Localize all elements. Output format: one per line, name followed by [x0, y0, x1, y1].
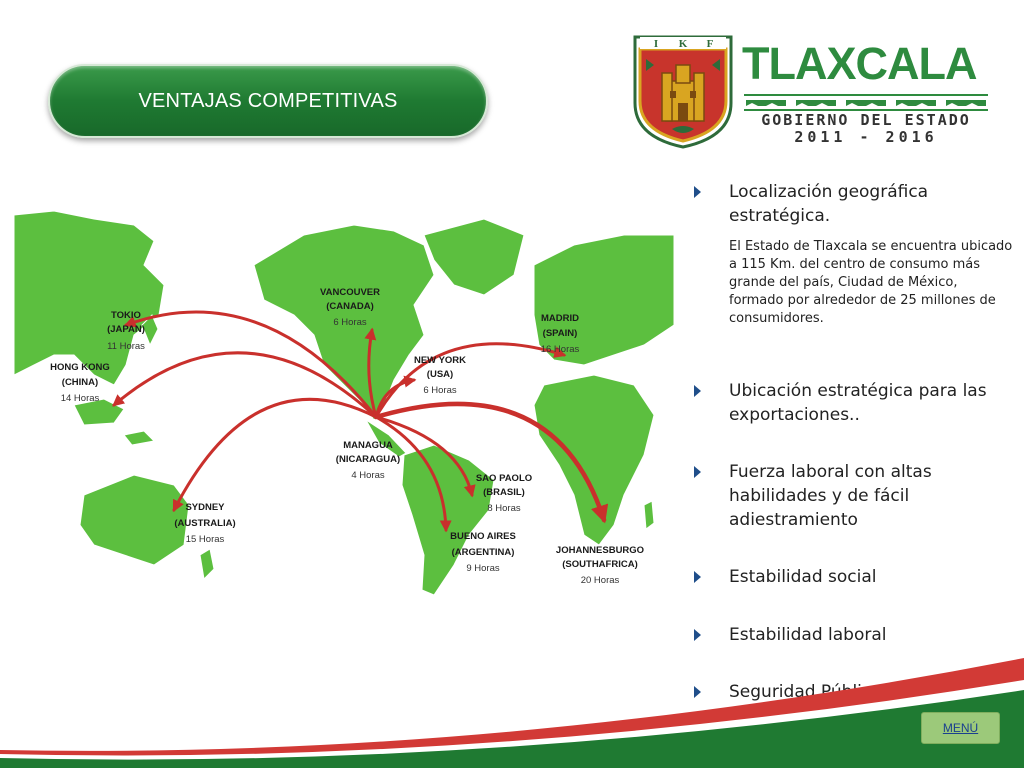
svg-text:MANAGUA: MANAGUA	[343, 440, 393, 451]
footer-swoosh	[0, 658, 1024, 768]
svg-text:JOHANNESBURGO: JOHANNESBURGO	[556, 545, 644, 556]
svg-text:(SOUTHAFRICA): (SOUTHAFRICA)	[562, 559, 637, 570]
svg-text:8 Horas: 8 Horas	[487, 503, 521, 514]
svg-text:6 Horas: 6 Horas	[333, 317, 367, 328]
continent-south-america	[401, 444, 495, 596]
list-item-fuerza-laboral: Fuerza laboral con altas habilidades y d…	[694, 460, 1014, 532]
list-item-description: El Estado de Tlaxcala se encuentra ubica…	[729, 239, 1013, 326]
continent-asia	[14, 210, 165, 386]
continent-se-asia	[73, 398, 156, 446]
svg-text:9 Horas: 9 Horas	[466, 563, 500, 574]
list-item-estabilidad-laboral: Estabilidad laboral	[694, 623, 1014, 647]
city-label-managua: MANAGUA (NICARAGUA) 4 Horas	[336, 440, 400, 481]
bullet-arrow-icon	[694, 186, 701, 198]
tlaxcala-crest-logo: I K F	[633, 35, 733, 149]
svg-text:4 Horas: 4 Horas	[351, 470, 385, 481]
route-madrid	[374, 342, 567, 419]
list-item-ubicacion: Ubicación estratégica para las exportaci…	[694, 379, 1014, 427]
svg-text:NEW YORK: NEW YORK	[414, 355, 466, 366]
brand-subtitle: GOBIERNO DEL ESTADO	[761, 111, 971, 129]
city-label-tokio: TOKIO (JAPAN) 11 Horas	[107, 310, 145, 352]
continent-greenland	[423, 218, 525, 296]
route-sydney	[172, 397, 378, 513]
menu-button[interactable]: MENÚ	[921, 712, 1000, 744]
svg-text:(SPAIN): (SPAIN)	[543, 328, 578, 339]
list-item-text: Localización geográfica estratégica.	[729, 182, 929, 226]
city-label-madrid: MADRID (SPAIN) 16 Horas	[541, 313, 580, 355]
svg-text:(NICARAGUA): (NICARAGUA)	[336, 454, 400, 465]
city-label-johannesburgo: JOHANNESBURGO (SOUTHAFRICA) 20 Horas	[556, 545, 644, 586]
svg-text:(CHINA): (CHINA)	[62, 377, 98, 388]
city-label-sao-paolo: SAO PAOLO (BRASIL) 8 Horas	[476, 473, 532, 514]
bullet-arrow-icon	[694, 466, 701, 478]
slide-title-banner: VENTAJAS COMPETITIVAS	[48, 64, 488, 138]
list-item-text: Estabilidad laboral	[729, 625, 887, 645]
list-item-text: Ubicación estratégica para las exportaci…	[729, 381, 987, 425]
list-item-localizacion: Localización geográfica estratégica. El …	[694, 180, 1014, 328]
brand-name: TLAXCALA	[742, 38, 977, 89]
svg-text:(ARGENTINA): (ARGENTINA)	[452, 547, 515, 558]
list-item-text: Fuerza laboral con altas habilidades y d…	[729, 462, 932, 530]
svg-text:16 Horas: 16 Horas	[541, 344, 580, 355]
svg-text:HONG KONG: HONG KONG	[50, 362, 110, 373]
continent-australia	[79, 474, 190, 566]
route-vancouver	[364, 327, 378, 419]
svg-text:6 Horas: 6 Horas	[423, 385, 457, 396]
bullet-arrow-icon	[694, 571, 701, 583]
continent-new-zealand	[199, 548, 215, 581]
city-label-vancouver: VANCOUVER (CANADA) 6 Horas	[320, 287, 380, 328]
continent-europe	[533, 234, 674, 366]
list-item-text: Estabilidad social	[729, 567, 877, 587]
svg-text:15 Horas: 15 Horas	[186, 534, 225, 545]
route-hong-kong	[112, 351, 378, 419]
svg-text:(JAPAN): (JAPAN)	[107, 324, 145, 335]
crest-letter-1: I	[654, 38, 658, 50]
svg-text:SYDNEY: SYDNEY	[185, 502, 225, 513]
svg-text:BUENO AIRES: BUENO AIRES	[450, 531, 516, 542]
route-tokio	[123, 310, 378, 419]
svg-text:SAO PAOLO: SAO PAOLO	[476, 473, 532, 484]
svg-text:11 Horas: 11 Horas	[107, 341, 145, 352]
continent-north-america	[253, 224, 435, 421]
routes	[112, 310, 609, 533]
continents	[14, 210, 674, 596]
route-sao-paolo	[374, 415, 476, 498]
brand-decorative-band	[744, 94, 988, 111]
city-label-new-york: NEW YORK (USA) 6 Horas	[414, 355, 466, 396]
bullet-arrow-icon	[694, 629, 701, 641]
continent-africa	[533, 374, 655, 546]
route-johannesburgo	[373, 401, 609, 524]
svg-text:(CANADA): (CANADA)	[326, 301, 374, 312]
world-map: TOKIO (JAPAN) 11 Horas HONG KONG (CHINA)…	[14, 210, 674, 596]
bullet-arrow-icon	[694, 686, 701, 698]
svg-text:20 Horas: 20 Horas	[581, 575, 620, 586]
continent-central-america	[365, 419, 407, 458]
svg-text:(BRASIL): (BRASIL)	[483, 487, 525, 498]
svg-text:VANCOUVER: VANCOUVER	[320, 287, 380, 298]
continent-madagascar	[643, 500, 655, 530]
crest-letter-3: F	[707, 38, 714, 50]
slide-title: VENTAJAS COMPETITIVAS	[138, 89, 398, 112]
svg-text:MADRID: MADRID	[541, 313, 579, 324]
svg-text:TOKIO: TOKIO	[111, 310, 141, 321]
brand-years: 2011 - 2016	[794, 128, 938, 146]
svg-text:(USA): (USA)	[427, 369, 453, 380]
crest-letter-2: K	[679, 38, 688, 50]
city-label-buenos-aires: BUENO AIRES (ARGENTINA) 9 Horas	[450, 531, 516, 574]
svg-text:(AUSTRALIA): (AUSTRALIA)	[174, 518, 235, 529]
city-label-sydney: SYDNEY (AUSTRALIA) 15 Horas	[174, 502, 235, 545]
svg-text:14 Horas: 14 Horas	[61, 393, 100, 404]
bullet-arrow-icon	[694, 385, 701, 397]
city-label-hong-kong: HONG KONG (CHINA) 14 Horas	[50, 362, 110, 404]
route-buenos-aires	[374, 415, 452, 533]
list-item-estabilidad-social: Estabilidad social	[694, 565, 1014, 589]
menu-button-label: MENÚ	[942, 721, 979, 735]
